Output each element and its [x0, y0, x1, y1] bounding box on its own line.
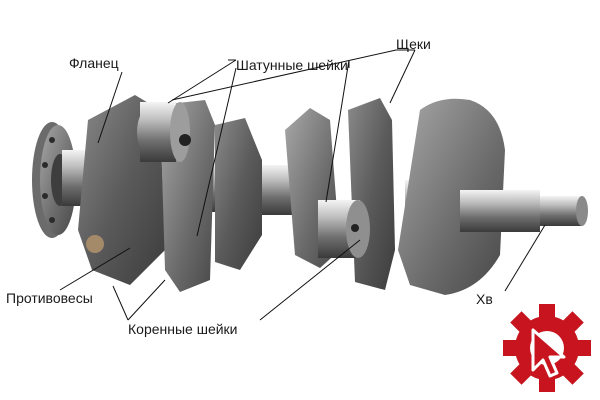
label-shank: Хв: [476, 291, 493, 307]
label-flange: Фланец: [69, 55, 119, 71]
crankpins: [137, 102, 370, 258]
label-crankpins: Шатунные шейки: [236, 57, 348, 73]
label-main-journals: Коренные шейки: [128, 321, 238, 337]
label-cheeks: Щеки: [396, 36, 431, 52]
gear-cursor-logo-icon: [503, 304, 591, 392]
label-counterweights: Противовесы: [6, 290, 93, 306]
counterweight-hole: [86, 235, 104, 253]
shank: [460, 190, 588, 232]
leader-lines: [59, 49, 546, 321]
